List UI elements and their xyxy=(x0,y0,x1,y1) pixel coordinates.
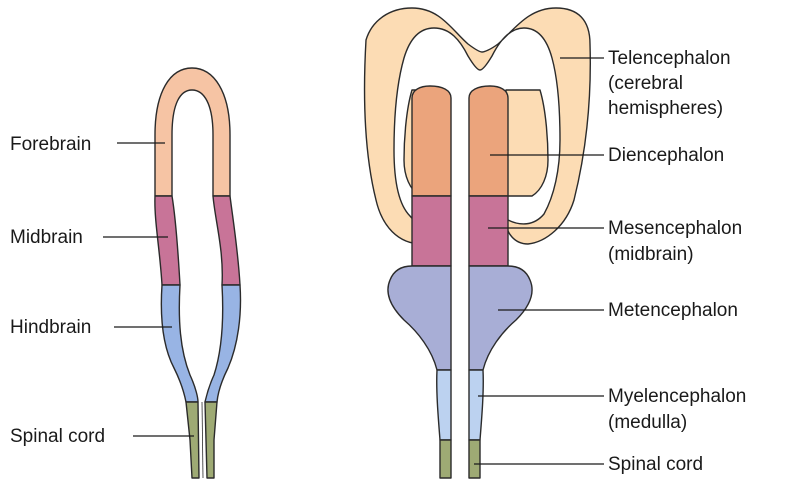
label-spinal-cord-right: Spinal cord xyxy=(608,454,703,475)
label-myelencephalon: Myelencephalon xyxy=(608,386,746,407)
brain-five-vesicle xyxy=(364,8,590,478)
label-myelencephalon-line2: (medulla) xyxy=(608,412,687,433)
label-telencephalon: Telencephalon xyxy=(608,48,731,69)
label-hindbrain: Hindbrain xyxy=(10,317,91,338)
label-midbrain: Midbrain xyxy=(10,227,83,248)
midbrain-region-left xyxy=(155,196,180,285)
metencephalon-region-right xyxy=(469,266,532,370)
spinal-cord-region-right-right xyxy=(469,440,480,478)
label-mesencephalon-line2: (midbrain) xyxy=(608,244,694,265)
spinal-cord-region-left xyxy=(186,402,199,478)
label-metencephalon: Metencephalon xyxy=(608,300,738,321)
central-canal-line xyxy=(202,402,203,478)
label-telencephalon-line3: hemispheres) xyxy=(608,98,723,119)
label-spinal-cord-left: Spinal cord xyxy=(10,426,105,447)
mesencephalon-region-left xyxy=(412,196,451,266)
label-mesencephalon: Mesencephalon xyxy=(608,218,742,239)
metencephalon-region-left xyxy=(388,266,451,370)
telencephalon-right-inner xyxy=(506,90,548,196)
diencephalon-region-left xyxy=(412,86,451,196)
midbrain-region-right xyxy=(213,196,240,285)
hindbrain-region-left xyxy=(161,285,198,402)
label-forebrain: Forebrain xyxy=(10,134,91,155)
neural-tube-three-vesicle xyxy=(155,68,241,478)
mesencephalon-region-right xyxy=(469,196,508,266)
myelencephalon-region-right xyxy=(469,370,483,440)
label-diencephalon: Diencephalon xyxy=(608,145,724,166)
myelencephalon-region-left xyxy=(437,370,451,440)
spinal-cord-region-right-left xyxy=(440,440,451,478)
hindbrain-region-right xyxy=(205,285,241,402)
diencephalon-region-right xyxy=(469,86,508,196)
label-telencephalon-line2: (cerebral xyxy=(608,73,683,94)
spinal-cord-region-right xyxy=(205,402,217,478)
forebrain-region xyxy=(155,68,230,196)
